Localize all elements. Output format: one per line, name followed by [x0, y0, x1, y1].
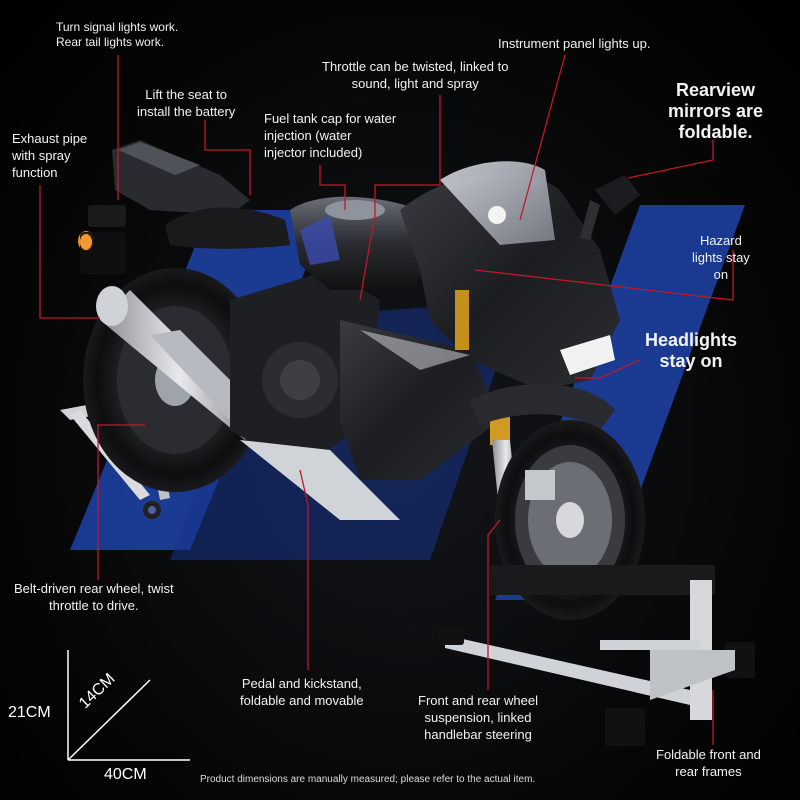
label-line: rear frames: [675, 764, 742, 779]
label-line: Fuel tank cap for water: [264, 111, 397, 126]
tail-section: [78, 140, 250, 274]
front-fairing: [340, 161, 620, 480]
label-line: install the battery: [137, 104, 236, 119]
label-suspension: Front and rear wheel suspension, linked …: [418, 692, 538, 743]
label-line: function: [12, 165, 58, 180]
dimension-height: 21CM: [8, 704, 51, 721]
label-line: on: [713, 267, 729, 282]
label-seat-battery: Lift the seat to install the battery: [137, 86, 235, 120]
disclaimer-note: Product dimensions are manually measured…: [200, 774, 536, 785]
seat: [165, 207, 290, 249]
label-throttle: Throttle can be twisted, linked to sound…: [322, 58, 508, 92]
label-line: Throttle can be twisted, linked to: [322, 59, 509, 74]
label-line: Turn signal lights work.: [56, 20, 179, 34]
label-line: Pedal and kickstand,: [241, 676, 362, 691]
label-signal-lights: Turn signal lights work. Rear tail light…: [56, 20, 178, 50]
label-exhaust: Exhaust pipe with spray function: [12, 130, 87, 181]
label-line: foldable.: [678, 122, 753, 142]
label-line: Lift the seat to: [145, 87, 227, 102]
label-line: Rearview: [676, 80, 756, 100]
label-line: Hazard: [699, 233, 742, 248]
label-line: Belt-driven rear wheel, twist: [14, 581, 174, 596]
label-line: Front and rear wheel: [418, 693, 538, 708]
label-line: Exhaust pipe: [12, 131, 88, 146]
label-line: Rear tail lights work.: [56, 35, 165, 49]
label-line: mirrors are: [668, 101, 764, 121]
front-stand: [438, 565, 755, 746]
label-instrument-panel: Instrument panel lights up.: [498, 35, 650, 52]
dimension-length: 40CM: [104, 766, 147, 783]
label-foldable-frames: Foldable front and rear frames: [656, 746, 761, 780]
front-fender: [470, 383, 615, 430]
label-line: foldable and movable: [240, 693, 364, 708]
callout-lines: [39, 54, 734, 745]
label-line: Foldable front and: [656, 747, 761, 762]
label-headlights: Headlights stay on: [645, 330, 737, 372]
fuel-cap: [325, 200, 385, 220]
label-line: stay on: [659, 351, 723, 371]
label-line: lights stay: [692, 250, 750, 265]
label-line: throttle to drive.: [49, 598, 139, 613]
label-line: with spray: [12, 148, 71, 163]
label-hazard: Hazard lights stay on: [692, 232, 750, 283]
label-mirrors: Rearview mirrors are foldable.: [668, 80, 763, 143]
label-line: injection (water: [264, 128, 352, 143]
label-line: Headlights: [645, 330, 738, 350]
label-fuel-cap: Fuel tank cap for water injection (water…: [264, 110, 396, 161]
label-belt-drive: Belt-driven rear wheel, twist throttle t…: [14, 580, 174, 614]
label-line: handlebar steering: [424, 727, 532, 742]
label-line: injector included): [264, 145, 363, 160]
rearview-mirror: [580, 175, 640, 240]
exhaust-pipe: [96, 286, 260, 440]
label-pedal-kickstand: Pedal and kickstand, foldable and movabl…: [240, 675, 364, 709]
label-line: sound, light and spray: [351, 76, 479, 91]
label-line: Instrument panel lights up.: [498, 36, 651, 51]
dimension-lines: [67, 650, 190, 761]
label-line: suspension, linked: [424, 710, 532, 725]
